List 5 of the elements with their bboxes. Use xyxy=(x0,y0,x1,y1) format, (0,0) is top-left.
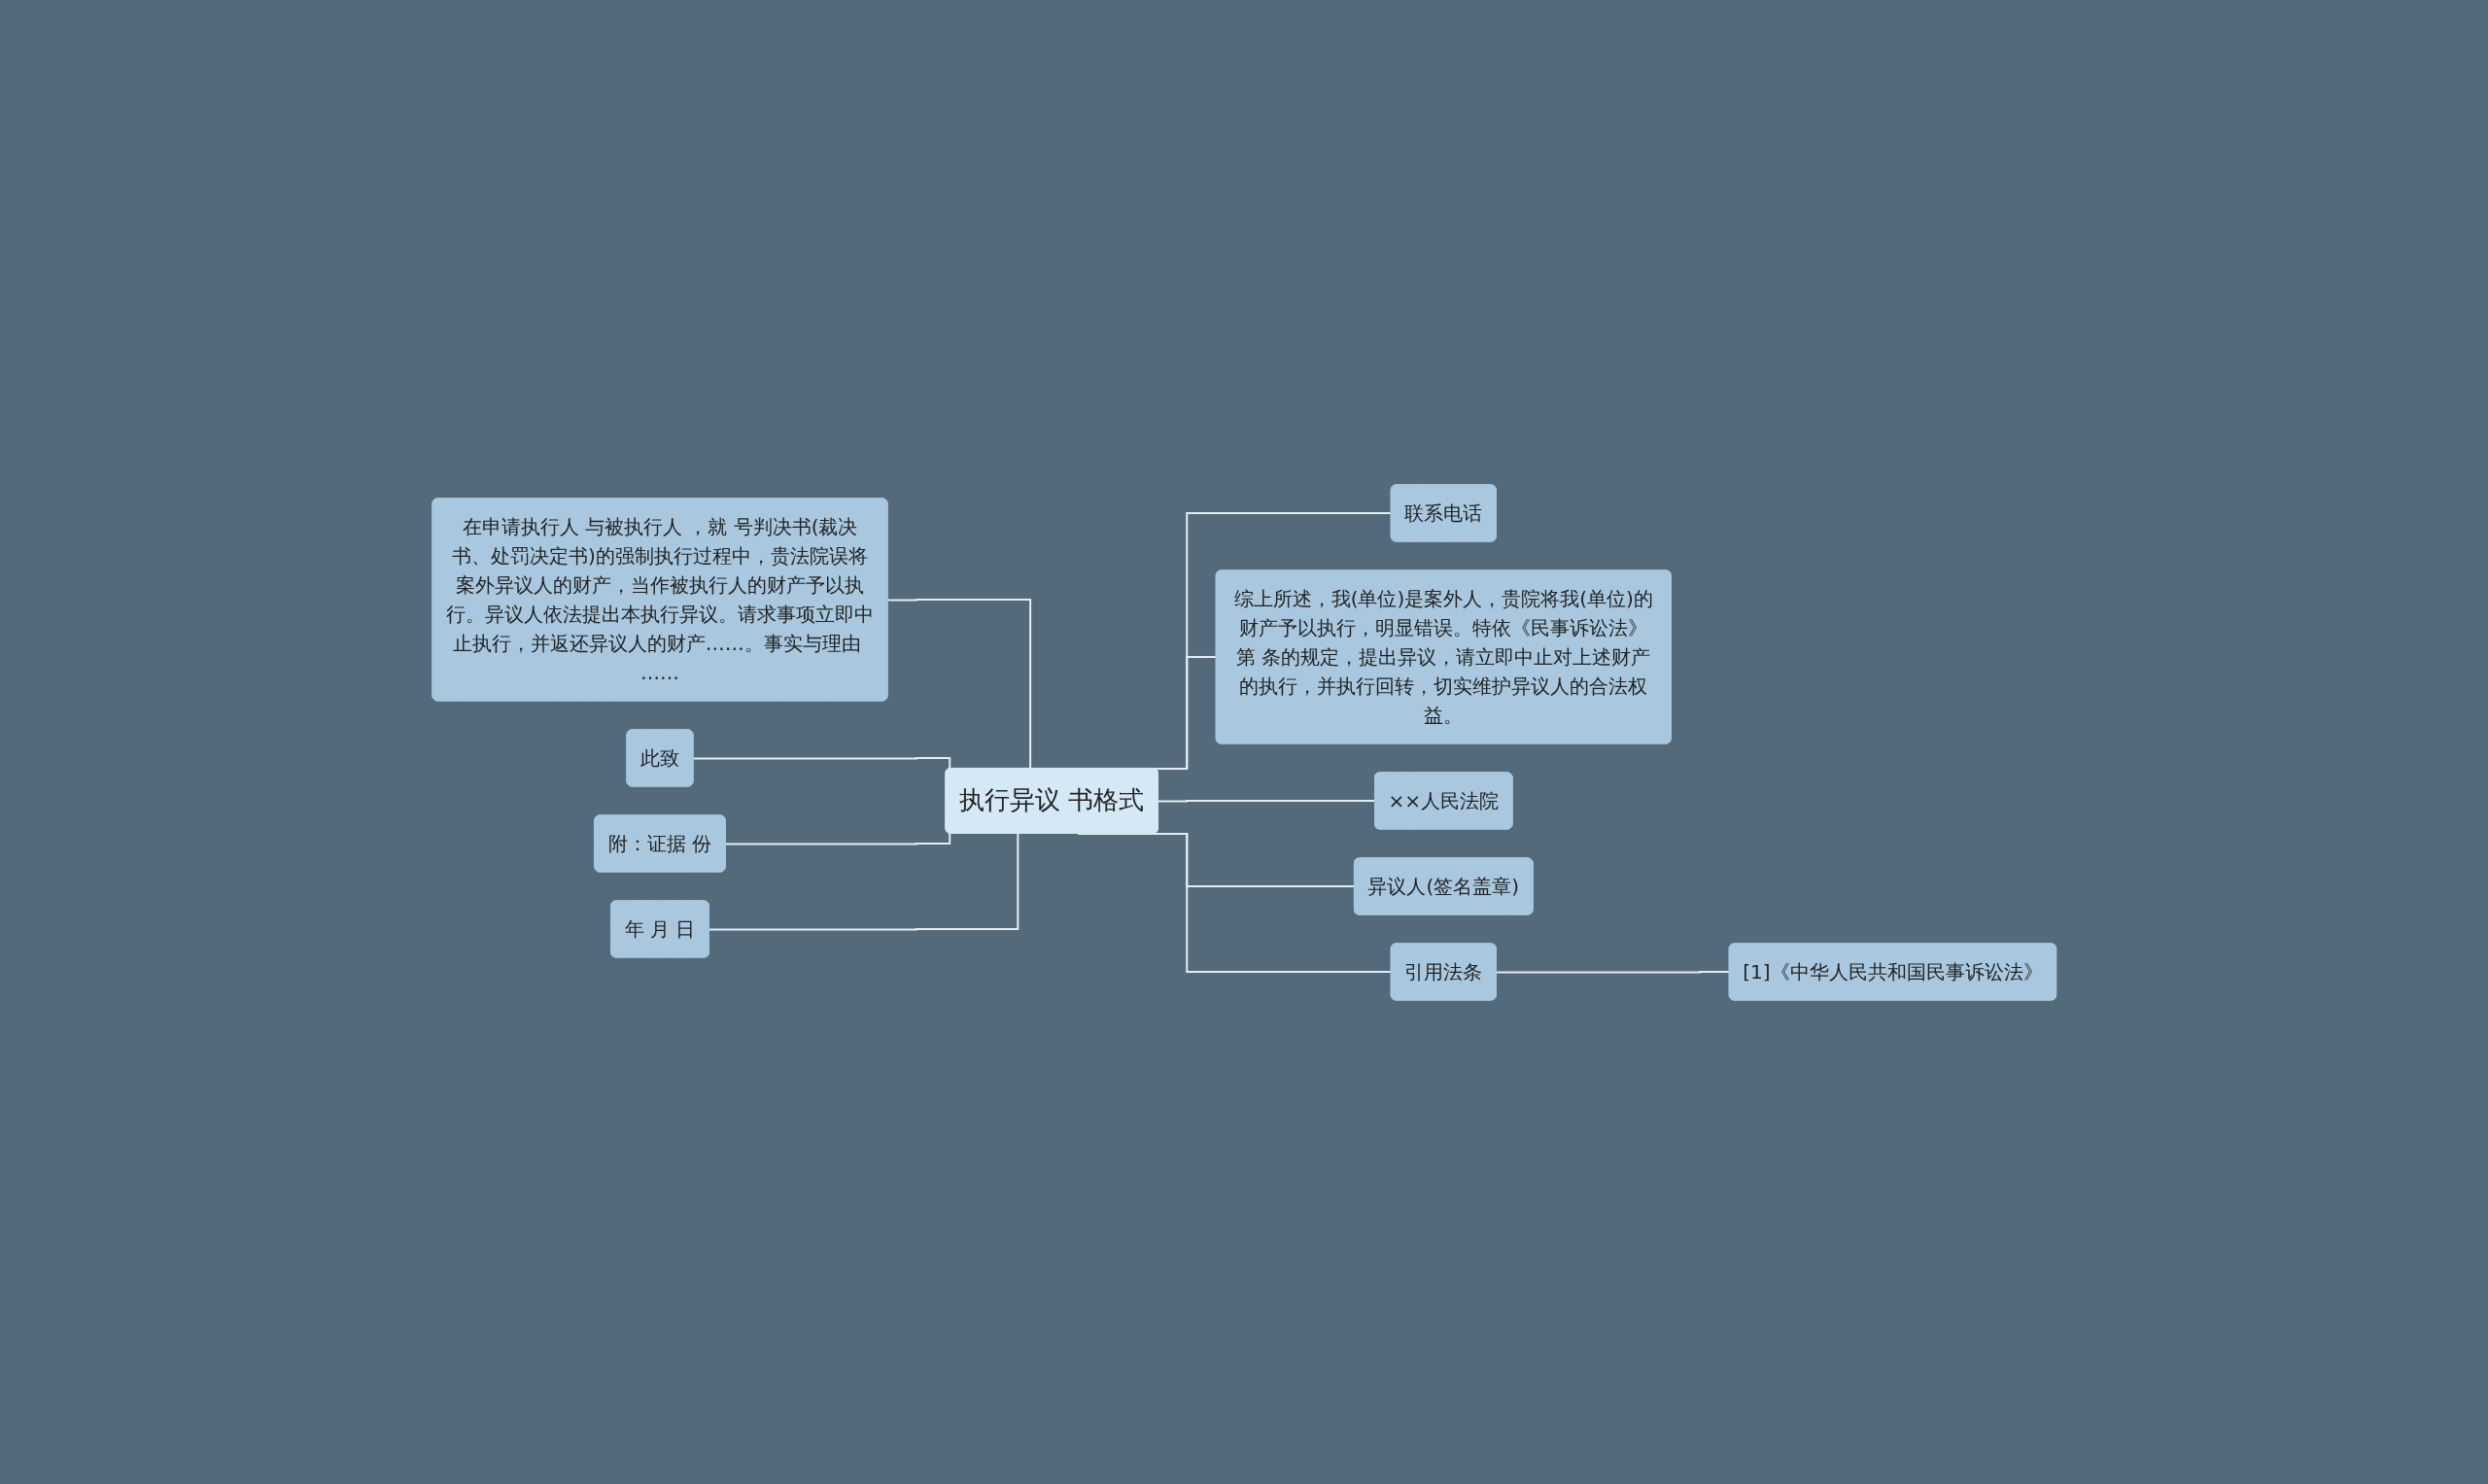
connector xyxy=(708,832,1019,930)
connector xyxy=(1157,799,1376,802)
connector xyxy=(692,756,950,770)
connector xyxy=(724,832,950,845)
connector xyxy=(886,598,1031,770)
